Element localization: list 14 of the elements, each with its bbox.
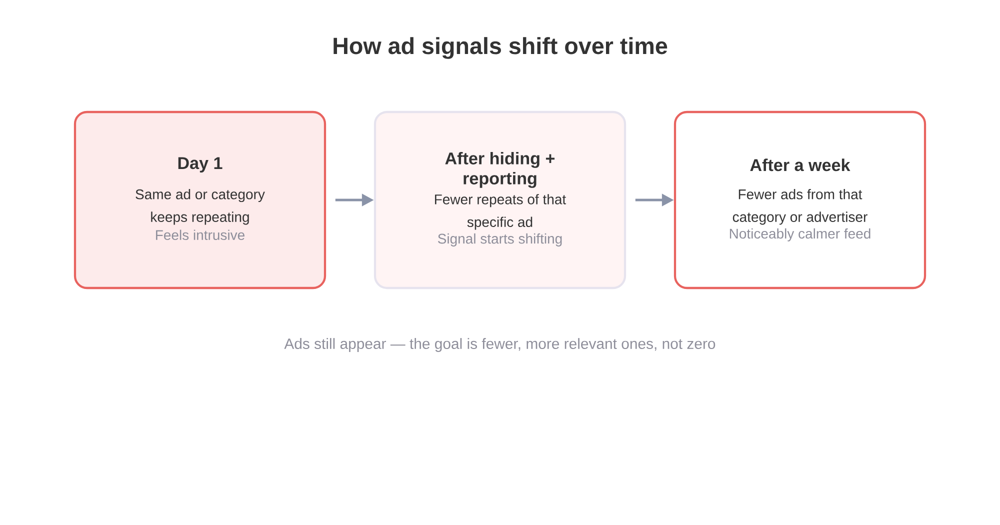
card-text: Fewer ads from that category or advertiser — [732, 189, 868, 225]
card-note: Signal starts shifting — [438, 233, 562, 246]
card-heading: After hiding + reporting — [445, 152, 555, 188]
card-note: Noticeably calmer feed — [730, 228, 870, 242]
card-text: Same ad or category keeps repeating — [136, 189, 265, 225]
card-note: Feels intrusive — [156, 230, 244, 240]
card — [374, 110, 626, 290]
card-heading: After a week — [750, 158, 850, 172]
title: How ad signals shift over time — [334, 37, 668, 59]
card — [674, 110, 926, 290]
card-text: Fewer repeats of that specific ad — [435, 194, 566, 230]
card — [74, 110, 326, 290]
card-heading: Day 1 — [178, 157, 222, 172]
caption: Ads still appear — the goal is fewer, more relevant ones, not zero — [284, 338, 716, 352]
